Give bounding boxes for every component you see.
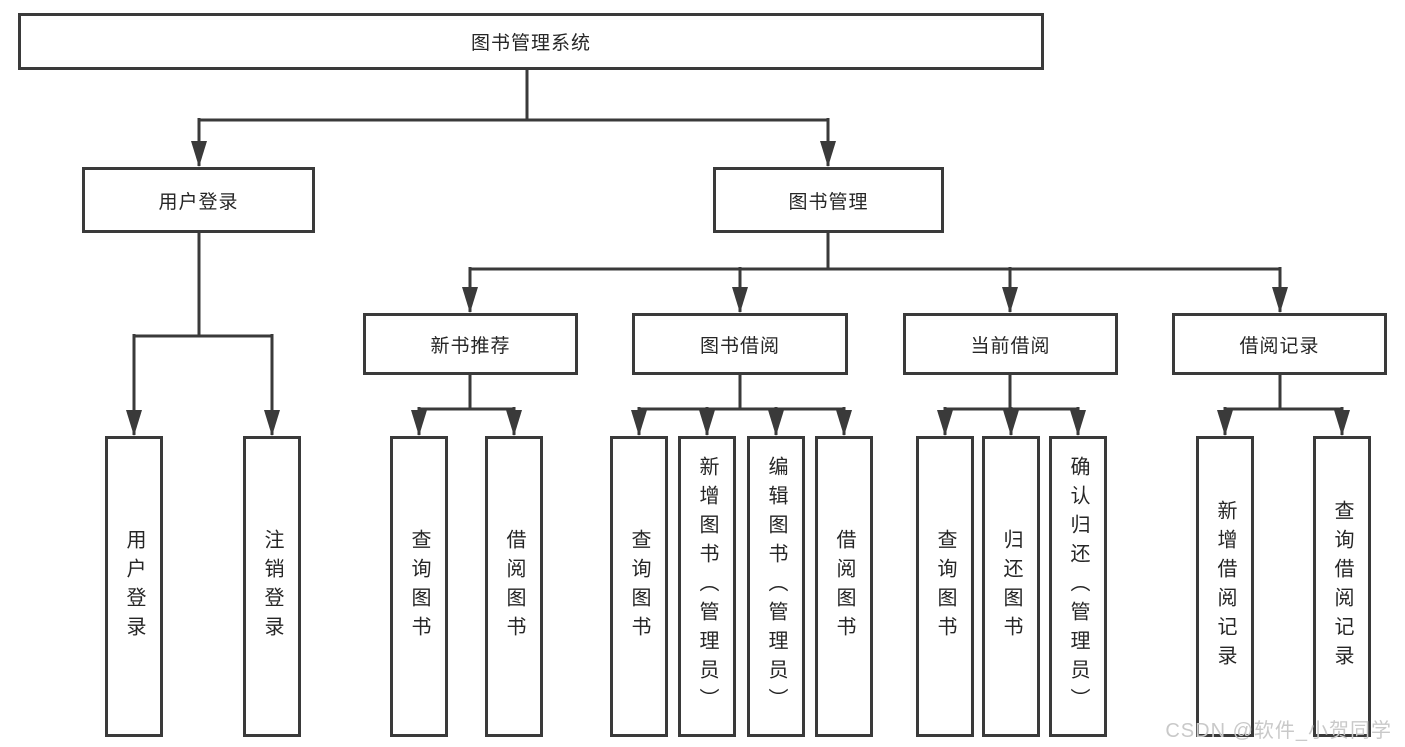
leaf-add-books-admin-label: 新增图书（管理员） [696, 456, 718, 717]
leaf-user-login-label: 用户登录 [123, 528, 145, 645]
leaf-borrow-books-borrow-label: 借阅图书 [833, 528, 855, 645]
branch-root [191, 70, 836, 167]
leaf-confirm-return-admin: 确认归还（管理员） [1049, 436, 1107, 737]
node-new-book-recommend: 新书推荐 [363, 313, 578, 375]
leaf-edit-books-admin: 编辑图书（管理员） [747, 436, 805, 737]
csdn-watermark: CSDN @软件_小贺同学 [1165, 720, 1392, 742]
leaf-confirm-return-admin-label: 确认归还（管理员） [1067, 456, 1089, 717]
node-library-system: 图书管理系统 [18, 13, 1044, 70]
node-user-login-label: 用户登录 [158, 191, 239, 213]
branch-current-borrow [937, 375, 1086, 436]
leaf-add-books-admin: 新增图书（管理员） [678, 436, 736, 737]
leaf-borrow-books-borrow: 借阅图书 [815, 436, 873, 737]
leaf-edit-books-admin-label: 编辑图书（管理员） [765, 456, 787, 717]
leaf-query-books-recommend: 查询图书 [390, 436, 448, 737]
node-user-login: 用户登录 [82, 167, 315, 233]
node-book-management-label: 图书管理 [788, 191, 869, 213]
leaf-query-books-current-label: 查询图书 [934, 528, 956, 645]
node-current-borrow: 当前借阅 [903, 313, 1118, 375]
node-borrow-records-label: 借阅记录 [1239, 335, 1320, 357]
leaf-borrow-books-recommend: 借阅图书 [485, 436, 543, 737]
leaf-query-books-recommend-label: 查询图书 [408, 528, 430, 645]
node-new-book-recommend-label: 新书推荐 [430, 335, 511, 357]
leaf-query-books-current: 查询图书 [916, 436, 974, 737]
node-book-borrow-label: 图书借阅 [699, 335, 780, 357]
leaf-return-books-label: 归还图书 [1000, 528, 1022, 645]
leaf-query-books-borrow: 查询图书 [610, 436, 668, 737]
node-current-borrow-label: 当前借阅 [970, 335, 1051, 357]
leaf-query-borrow-record-label: 查询借阅记录 [1331, 499, 1353, 674]
leaf-query-books-borrow-label: 查询图书 [628, 528, 650, 645]
branch-book-borrow [631, 375, 852, 436]
leaf-return-books: 归还图书 [982, 436, 1040, 737]
leaf-logout: 注销登录 [243, 436, 301, 737]
node-library-system-label: 图书管理系统 [470, 33, 591, 54]
leaf-logout-label: 注销登录 [261, 528, 283, 645]
node-book-management: 图书管理 [713, 167, 944, 233]
branch-user-login [126, 233, 280, 436]
leaf-user-login: 用户登录 [105, 436, 163, 737]
branch-book-management [462, 233, 1288, 313]
leaf-add-borrow-record: 新增借阅记录 [1196, 436, 1254, 737]
leaf-borrow-books-recommend-label: 借阅图书 [503, 528, 525, 645]
node-book-borrow: 图书借阅 [632, 313, 848, 375]
leaf-query-borrow-record: 查询借阅记录 [1313, 436, 1371, 737]
branch-borrow-records [1217, 375, 1350, 436]
leaf-add-borrow-record-label: 新增借阅记录 [1214, 499, 1236, 674]
node-borrow-records: 借阅记录 [1172, 313, 1387, 375]
branch-new-book-recommend [411, 375, 522, 436]
